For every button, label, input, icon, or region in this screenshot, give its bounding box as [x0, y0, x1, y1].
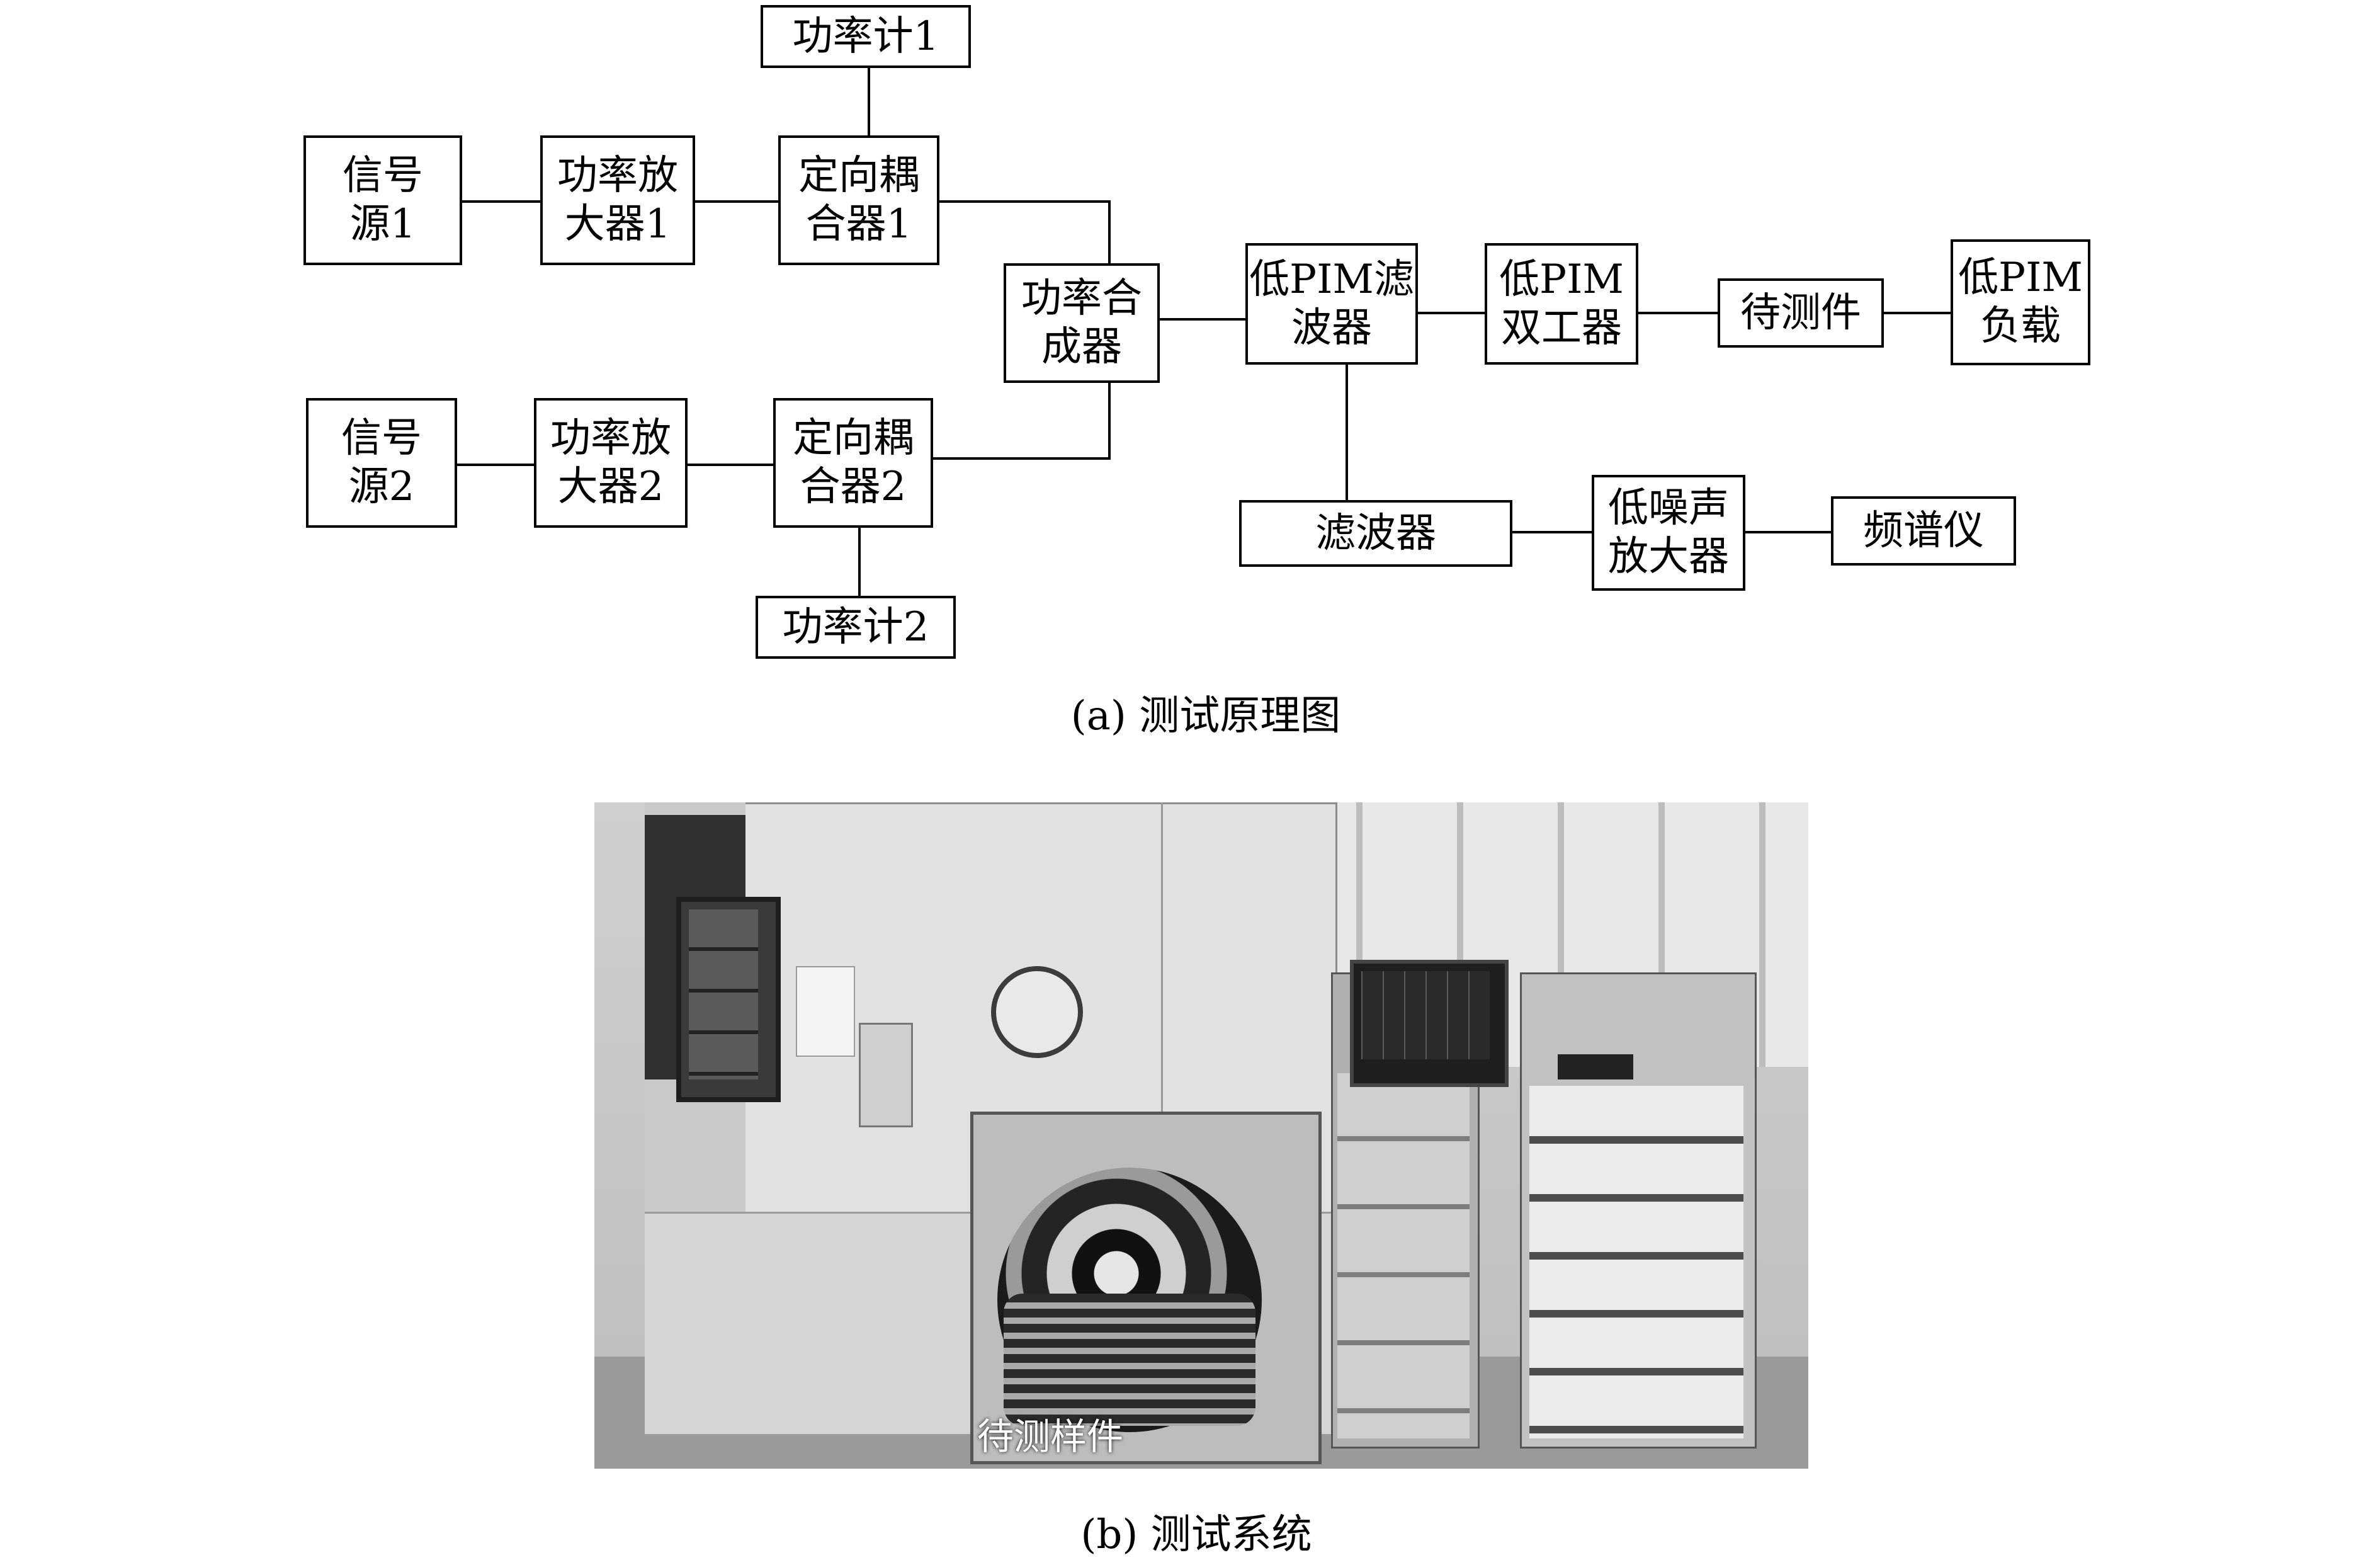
wire-subfilter-lna — [1510, 531, 1594, 533]
wire-dut-load — [1881, 312, 1953, 314]
wire-lna-spectrum — [1743, 531, 1833, 533]
photo-caption: (b) 测试系统 — [1080, 1512, 1312, 1558]
wire-src1-amp1 — [460, 200, 543, 203]
rack-2-instruments — [1529, 1086, 1743, 1438]
wire-coupler1-combiner — [1108, 200, 1111, 266]
low-pim-filter-label: 低PIM滤 波器 — [1249, 256, 1414, 351]
chamber-handle — [859, 1023, 913, 1127]
low-pim-load-block: 低PIM 负载 — [1951, 239, 2090, 365]
power-meter-1-block: 功率计1 — [761, 5, 971, 68]
spectrum-analyzer-block: 频谱仪 — [1831, 496, 2016, 566]
sample-connector-thread — [1004, 1294, 1255, 1426]
power-meter-2-block: 功率计2 — [756, 596, 956, 659]
power-amp-2-block: 功率放 大器2 — [534, 398, 688, 528]
lna-block: 低噪声 放大器 — [1592, 475, 1745, 591]
chamber-window-panes — [689, 909, 758, 1079]
power-combiner-label: 功率合 成器 — [1021, 275, 1142, 370]
signal-source-1-label: 信号 源1 — [343, 152, 423, 248]
wire-duplexer-dut — [1636, 312, 1720, 314]
wire-combiner-coupler2 — [1108, 381, 1111, 460]
test-system-photo: 待测样件 — [594, 802, 1808, 1469]
dir-coupler-1-label: 定向耦 合器1 — [798, 152, 919, 248]
sample-inset-label: 待测样件 — [977, 1415, 1124, 1458]
signal-source-2-label: 信号 源2 — [341, 415, 422, 510]
wire-filter-subfilter — [1346, 362, 1348, 504]
low-pim-duplexer-label: 低PIM 双工器 — [1499, 256, 1624, 351]
power-meter-2-label: 功率计2 — [782, 603, 929, 651]
wire-meter1-coupler1 — [868, 65, 870, 137]
chamber-door — [745, 802, 1163, 1212]
spectrum-analyzer-label: 频谱仪 — [1863, 507, 1984, 554]
wire-src2-amp2 — [455, 464, 536, 466]
low-pim-load-label: 低PIM 负载 — [1958, 254, 2083, 350]
wire-combiner-filter — [1157, 318, 1248, 321]
power-amp-1-label: 功率放 大器1 — [557, 152, 678, 248]
chamber-test-port — [991, 966, 1083, 1058]
signal-source-2-block: 信号 源2 — [306, 398, 457, 528]
wire-coupler2-meter2 — [858, 523, 861, 598]
filter-label: 滤波器 — [1315, 510, 1436, 557]
wire-coupler1-right — [937, 200, 1111, 203]
monitor-screen — [1361, 971, 1490, 1059]
low-pim-duplexer-block: 低PIM 双工器 — [1485, 243, 1638, 365]
wire-coupler2-right — [931, 457, 1111, 460]
wire-filter-duplexer — [1415, 312, 1487, 314]
power-amp-2-label: 功率放 大器2 — [550, 415, 671, 510]
power-amp-1-block: 功率放 大器1 — [540, 135, 695, 265]
dir-coupler-2-label: 定向耦 合器2 — [793, 415, 914, 510]
low-pim-filter-block: 低PIM滤 波器 — [1245, 243, 1418, 365]
dut-block: 待测件 — [1718, 278, 1884, 348]
dir-coupler-1-block: 定向耦 合器1 — [778, 135, 939, 265]
wire-amp2-coupler2 — [685, 464, 776, 466]
chamber-notice — [796, 966, 855, 1057]
lna-label: 低噪声 放大器 — [1608, 485, 1729, 580]
rack-1-shelves — [1337, 1073, 1470, 1438]
dut-label: 待测件 — [1740, 289, 1861, 336]
power-combiner-block: 功率合 成器 — [1004, 263, 1160, 383]
wire-amp1-coupler1 — [693, 200, 781, 203]
power-meter-1-label: 功率计1 — [792, 13, 939, 60]
diagram-caption: (a) 测试原理图 — [1070, 693, 1341, 739]
dir-coupler-2-block: 定向耦 合器2 — [773, 398, 933, 528]
filter-block: 滤波器 — [1239, 500, 1512, 567]
signal-source-1-block: 信号 源1 — [303, 135, 462, 265]
rack-2-display — [1558, 1054, 1633, 1079]
